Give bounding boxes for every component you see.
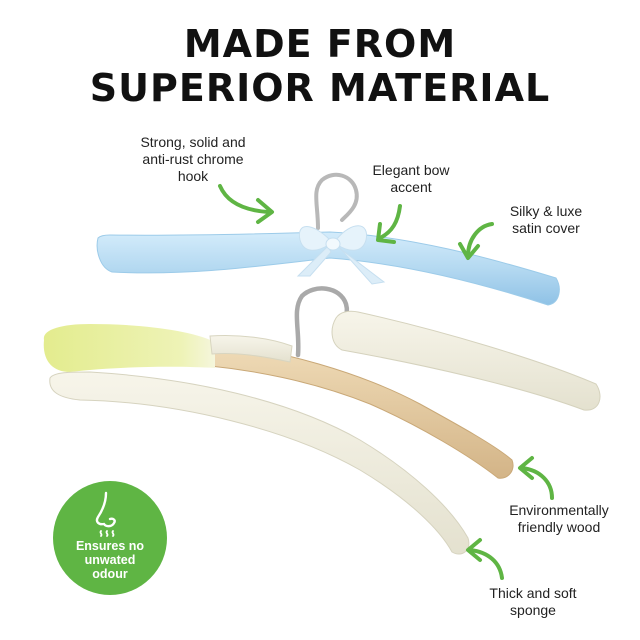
cream-satin-cover xyxy=(331,310,601,411)
bow-icon xyxy=(296,225,386,285)
odour-badge: Ensures no unwated odour xyxy=(53,481,167,595)
blue-satin-hanger xyxy=(96,231,560,306)
callout-hook: Strong, solid and anti-rust chrome hook xyxy=(140,134,246,184)
nose-icon xyxy=(95,491,116,537)
arrow-hook-icon xyxy=(218,184,274,224)
arrow-wood-icon xyxy=(518,456,554,500)
arrow-sponge-icon xyxy=(466,538,504,580)
badge-text: Ensures no unwated odour xyxy=(75,539,145,581)
arrow-bow-icon xyxy=(376,204,402,244)
callout-wood: Environmentally friendly wood xyxy=(509,502,609,535)
title-line-2: SUPERIOR MATERIAL xyxy=(89,66,551,110)
page-title: MADE FROM SUPERIOR MATERIAL xyxy=(0,22,640,110)
satin-sleeve-small xyxy=(209,335,293,363)
arrow-satin-icon xyxy=(458,222,494,260)
yellow-sponge-end xyxy=(43,324,215,372)
chrome-hook-top xyxy=(314,172,359,230)
callout-satin: Silky & luxe satin cover xyxy=(509,203,583,236)
wooden-arm xyxy=(209,341,514,479)
sponge-sleeve xyxy=(49,371,470,555)
callout-bow: Elegant bow accent xyxy=(372,162,450,195)
callout-sponge: Thick and soft sponge xyxy=(489,585,577,618)
title-line-1: MADE FROM xyxy=(183,22,457,66)
